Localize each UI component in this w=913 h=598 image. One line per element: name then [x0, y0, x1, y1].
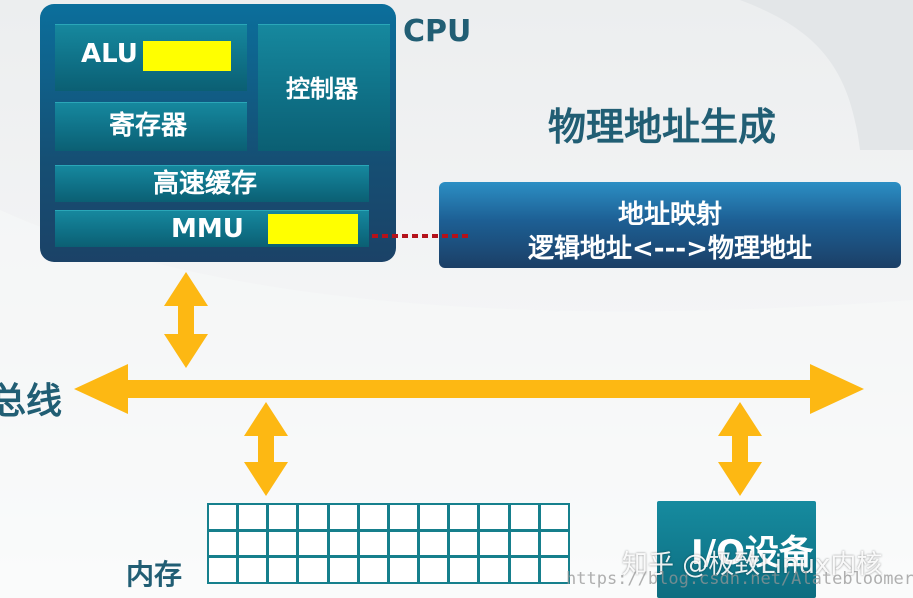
memory-cell	[239, 505, 267, 529]
memory-cell	[239, 558, 267, 582]
memory-cell	[299, 558, 327, 582]
memory-cell	[510, 531, 538, 556]
memory-cell	[209, 531, 237, 556]
memory-cell	[299, 505, 327, 529]
memory-cell	[239, 531, 267, 556]
memory-cell	[540, 558, 568, 582]
mmu-highlight	[268, 214, 358, 244]
alu-highlight	[143, 41, 231, 71]
controller-label: 控制器	[286, 75, 358, 103]
bus-label: 总线	[0, 381, 63, 422]
zhihu-watermark: 知乎 @极致Linux内核	[622, 550, 883, 580]
memory-cell	[299, 531, 327, 556]
diagram-title: 物理地址生成	[548, 105, 777, 149]
controller-unit: 控制器	[258, 24, 390, 151]
memory-cell	[269, 505, 297, 529]
memory-cell	[480, 558, 508, 582]
io-bus-arrow	[718, 402, 762, 496]
memory-cell	[510, 558, 538, 582]
memory-cell	[359, 531, 387, 556]
mmu-label: MMU	[171, 214, 244, 244]
memory-cell	[420, 505, 448, 529]
bus-arrow	[74, 364, 864, 414]
memory-cell	[269, 558, 297, 582]
mapping-title: 地址映射	[617, 200, 722, 230]
memory-cell	[480, 505, 508, 529]
memory-cell	[420, 531, 448, 556]
memory-cell	[480, 531, 508, 556]
memory-label: 内存	[126, 558, 183, 591]
memory-cell	[420, 558, 448, 582]
memory-cell	[209, 558, 237, 582]
memory-cell	[450, 505, 478, 529]
register-label: 寄存器	[109, 111, 188, 141]
memory-cell	[209, 505, 237, 529]
memory-cell	[510, 505, 538, 529]
csdn-watermark: https://blog.csdn.net/Alatebloomer	[566, 569, 913, 589]
memory-cell	[389, 505, 418, 529]
memory-cell	[450, 531, 478, 556]
memory-cell	[450, 558, 478, 582]
alu-unit: ALU	[55, 24, 247, 91]
cpu-label: CPU	[403, 14, 472, 49]
io-device-label: I/O设备	[691, 533, 813, 573]
memory-bus-arrow	[244, 402, 288, 496]
memory-cell	[329, 558, 357, 582]
mmu-unit: MMU	[55, 210, 369, 247]
memory-cell	[359, 558, 387, 582]
mapping-detail: 逻辑地址<--->物理地址	[528, 234, 812, 264]
cpu-bus-arrow	[164, 272, 208, 368]
cache-label: 高速缓存	[153, 169, 258, 199]
memory-cell	[540, 505, 568, 529]
memory-cell	[389, 558, 418, 582]
memory-cell	[269, 531, 297, 556]
alu-label: ALU	[81, 39, 138, 69]
register-unit: 寄存器	[55, 102, 247, 151]
cache-unit: 高速缓存	[55, 165, 369, 202]
memory-cell	[359, 505, 387, 529]
memory-cell	[329, 531, 357, 556]
address-mapping-box: 地址映射 逻辑地址<--->物理地址	[439, 182, 901, 268]
memory-cell	[329, 505, 357, 529]
memory-cell	[540, 531, 568, 556]
memory-grid	[207, 503, 570, 584]
io-device-box: I/O设备	[657, 501, 816, 598]
memory-cell	[389, 531, 418, 556]
